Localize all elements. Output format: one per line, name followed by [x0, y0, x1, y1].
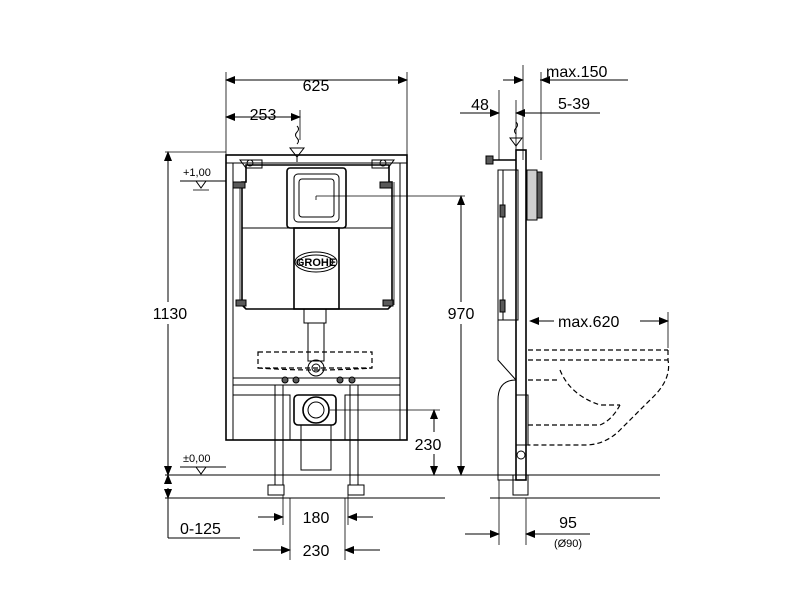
- dim-depth-max-label: max.150: [546, 64, 607, 81]
- frame-outline: [225, 154, 408, 441]
- front-view: 625 253: [150, 72, 500, 560]
- side-view: max.150 48 5-39: [460, 64, 670, 550]
- dim-floor-adjust-label: 0-125: [180, 521, 221, 538]
- dim-feet-outer: 230: [253, 498, 380, 560]
- pan-dashed-outline: [257, 351, 373, 371]
- dim-feet-outer-label: 230: [303, 543, 330, 560]
- outlet-pipe: [293, 394, 337, 471]
- dim-height-outlet-label: 230: [415, 437, 442, 454]
- outlet-bend-side: [497, 320, 529, 496]
- level-floor-marker: ±0,00: [180, 453, 226, 475]
- foot-right: [347, 384, 365, 496]
- dim-adjust-range-label: 5-39: [558, 96, 590, 113]
- level-floor-label: ±0,00: [183, 453, 210, 465]
- foot-left: [267, 384, 285, 496]
- water-inlet-side-icon: [509, 121, 523, 147]
- dim-height-actuation-label: 970: [448, 306, 475, 323]
- dim-feet-inner-label: 180: [303, 510, 330, 527]
- brand-logo: GROHE: [293, 227, 340, 310]
- clamp-right: [379, 181, 393, 189]
- dim-height-outlet: 230: [330, 409, 450, 476]
- top-bracket-left: [239, 159, 263, 169]
- dim-offset-left: 253: [225, 107, 301, 124]
- bolts: [281, 376, 356, 384]
- frame-side: [485, 149, 543, 481]
- dim-floor-adjust: 0-125: [164, 474, 240, 539]
- dim-height-total-label: 1130: [153, 306, 188, 323]
- dim-outlet-diameter-label: (Ø90): [554, 538, 582, 550]
- pan-side-dashed: [528, 349, 670, 446]
- dim-height-actuation: 970: [316, 195, 482, 476]
- dim-adjust-range: 5-39: [528, 96, 600, 114]
- dim-width-total: 625: [225, 76, 408, 95]
- dim-outlet: 95 (Ø90): [465, 480, 590, 550]
- dim-height-total: 1130: [150, 151, 226, 476]
- level-top-marker: +1,00: [180, 167, 226, 191]
- dim-outlet-label: 95: [559, 515, 577, 532]
- dim-projection: max.620: [529, 310, 669, 348]
- actuation-opening: [286, 167, 347, 229]
- top-bracket-right: [371, 159, 395, 169]
- dim-feet-inner: 180: [258, 495, 373, 527]
- dim-width-total-label: 625: [303, 78, 330, 95]
- dim-projection-label: max.620: [558, 314, 619, 331]
- water-inlet-icon: [288, 125, 306, 162]
- flush-pipe: [303, 308, 327, 377]
- dim-wall-label: 48: [471, 97, 489, 114]
- clamp-left: [232, 181, 246, 189]
- brand-logo-text: GROHE: [296, 257, 336, 269]
- cistern: [239, 164, 395, 310]
- dim-offset-left-label: 253: [250, 107, 277, 124]
- level-top-label: +1,00: [183, 167, 211, 179]
